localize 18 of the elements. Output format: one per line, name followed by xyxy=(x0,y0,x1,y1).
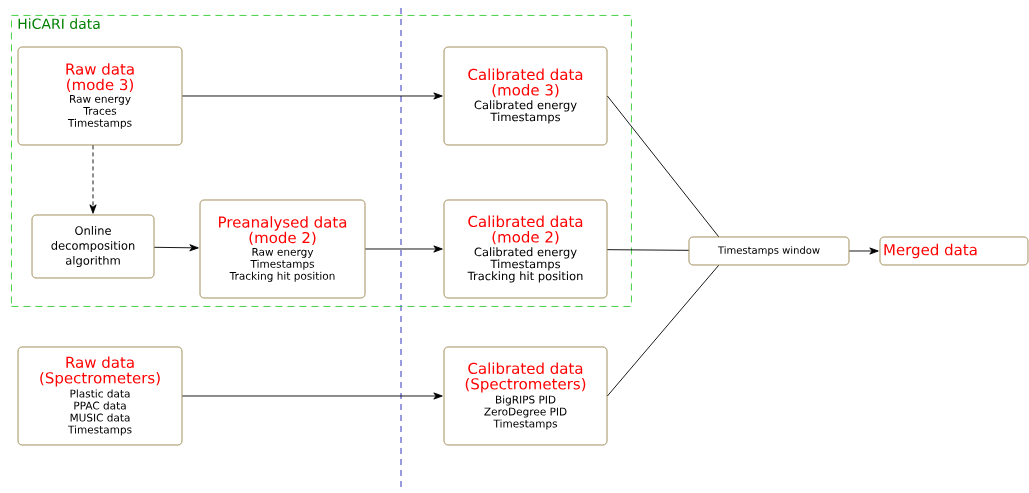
arrow xyxy=(181,392,443,400)
data-box: Calibrated data (Spectrometers) BigRIPS PID ZeroDegree PID Timestamps xyxy=(443,346,608,446)
data-box: Calibrated data (mode 2) Calibrated energy Timestamps Tracking hit position xyxy=(443,199,608,299)
data-box: Calibrated data (mode 3) Calibrated energy Timestamps xyxy=(443,46,608,146)
result-box: Merged data xyxy=(879,236,1029,266)
connector-line xyxy=(606,249,690,251)
data-box: Raw data (mode 3) Raw energy Traces Timestamps xyxy=(17,46,183,146)
data-box: Raw data (Spectrometers) Plastic data PPAC data MUSIC data Timestamps xyxy=(17,346,183,446)
arrow xyxy=(848,247,879,255)
arrow xyxy=(153,244,199,252)
process-box: Timestamps window xyxy=(688,236,850,266)
connector-line xyxy=(606,95,720,238)
arrow xyxy=(181,92,443,100)
arrow xyxy=(89,144,97,214)
process-box: Online decomposition algorithm xyxy=(31,214,155,279)
data-box: Preanalysed data (mode 2) Raw energy Timestamps Tracking hit position xyxy=(199,199,366,299)
arrow xyxy=(364,245,443,253)
connector-line xyxy=(606,264,720,397)
